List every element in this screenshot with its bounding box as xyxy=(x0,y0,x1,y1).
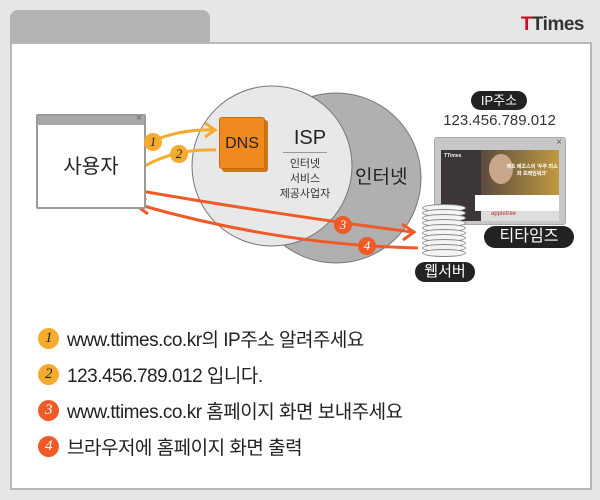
ttimes-logo: TTimes xyxy=(520,14,585,35)
internet-label: 인터넷 xyxy=(355,167,408,188)
legend-item: 3 www.ttimes.co.kr 홈페이지 화면 보내주세요 xyxy=(38,392,403,428)
step-badge-4: 4 xyxy=(358,237,376,255)
step-number-2: 2 xyxy=(38,363,59,385)
site-ad: appletree xyxy=(481,211,559,221)
user-label: 사용자 xyxy=(63,156,119,178)
step-badge-2: 2 xyxy=(170,145,188,163)
close-icon: × xyxy=(556,137,562,148)
dns-box: DNS xyxy=(219,117,265,169)
isp-subtitle: 인터넷 서비스 제공사업자 xyxy=(279,158,331,200)
ip-pill: IP주소 xyxy=(471,91,527,110)
step-number-4: 4 xyxy=(38,435,59,457)
legend-item: 1 www.ttimes.co.kr의 IP주소 알려주세요 xyxy=(38,320,403,356)
step-number-3: 3 xyxy=(38,399,59,421)
user-window-titlebar: × xyxy=(38,113,144,125)
person-photo xyxy=(489,154,513,184)
site-pill: 티타임즈 xyxy=(484,226,574,248)
step-badge-3: 3 xyxy=(334,216,352,234)
site-hero-image: 제프 베조스의 '우주 최소화 프레임워크' xyxy=(481,150,559,200)
close-icon: × xyxy=(136,113,142,124)
arrow-3 xyxy=(134,188,413,234)
isp-title: ISP xyxy=(293,127,327,149)
legend-item: 4 브라우저에 홈페이지 화면 출력 xyxy=(38,428,403,464)
step-number-1: 1 xyxy=(38,327,59,349)
legend-item: 2 123.456.789.012 입니다. xyxy=(38,356,403,392)
user-window: × 사용자 xyxy=(36,113,146,209)
webserver-pill: 웹서버 xyxy=(415,262,475,282)
step-badge-1: 1 xyxy=(144,133,162,151)
legend: 1 www.ttimes.co.kr의 IP주소 알려주세요 2 123.456… xyxy=(38,320,403,464)
database-icon xyxy=(422,204,466,257)
ip-address: 123.456.789.012 xyxy=(443,112,556,129)
header-tab xyxy=(10,10,210,43)
isp-divider xyxy=(283,152,327,153)
site-notice xyxy=(475,195,559,211)
arrow-4 xyxy=(139,203,419,250)
